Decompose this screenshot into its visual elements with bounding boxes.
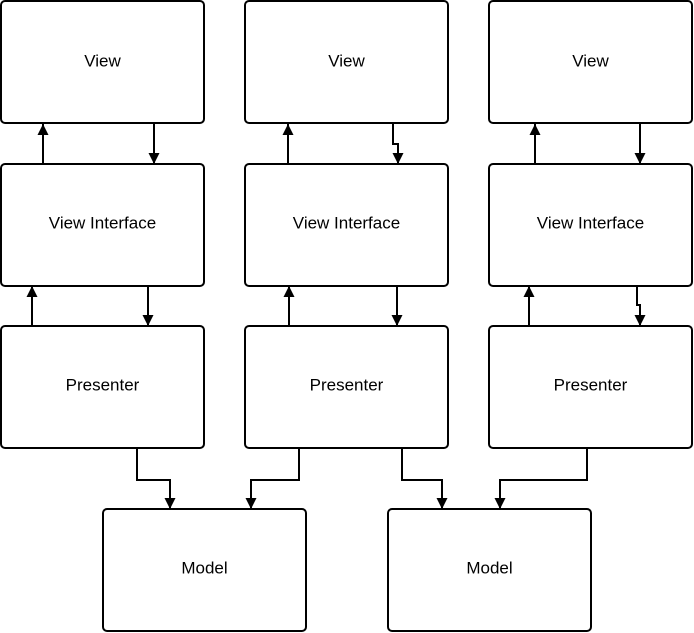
view-box-3: View: [488, 0, 693, 124]
model-box-2: Model: [387, 508, 592, 632]
presenter-label-2: Presenter: [310, 375, 384, 394]
edge-presenter-2-to-model-2: [401, 449, 448, 509]
edge-view-interface-3-to-presenter-3: [634, 286, 646, 326]
presenter-label-1: Presenter: [66, 375, 140, 394]
view-interface-label-2: View Interface: [293, 213, 400, 232]
models: Model Model: [102, 508, 592, 632]
view-interface-label-1: View Interface: [49, 213, 156, 232]
presenter-box-2: Presenter: [244, 325, 449, 449]
edges: [26, 124, 646, 509]
presenter-box-3: Presenter: [488, 325, 693, 449]
column-2: View View Interface Presenter: [244, 0, 449, 449]
edge-presenter-1-to-model-1: [136, 449, 176, 509]
column-1: View View Interface Presenter: [0, 0, 205, 449]
view-label-1: View: [84, 51, 121, 70]
edge-presenter-2-to-model-1: [245, 449, 300, 509]
view-interface-box-3: View Interface: [488, 163, 693, 287]
view-interface-label-3: View Interface: [537, 213, 644, 232]
edge-view-2-to-view-interface-2: [392, 124, 404, 164]
view-interface-box-1: View Interface: [0, 163, 205, 287]
presenter-box-1: Presenter: [0, 325, 205, 449]
view-interface-box-2: View Interface: [244, 163, 449, 287]
model-label-2: Model: [466, 558, 512, 577]
column-3: View View Interface Presenter: [488, 0, 693, 449]
view-label-3: View: [572, 51, 609, 70]
view-box-1: View: [0, 0, 205, 124]
presenter-label-3: Presenter: [554, 375, 628, 394]
model-box-1: Model: [102, 508, 307, 632]
view-label-2: View: [328, 51, 365, 70]
edge-presenter-3-to-model-2: [494, 449, 588, 509]
view-box-2: View: [244, 0, 449, 124]
model-label-1: Model: [181, 558, 227, 577]
